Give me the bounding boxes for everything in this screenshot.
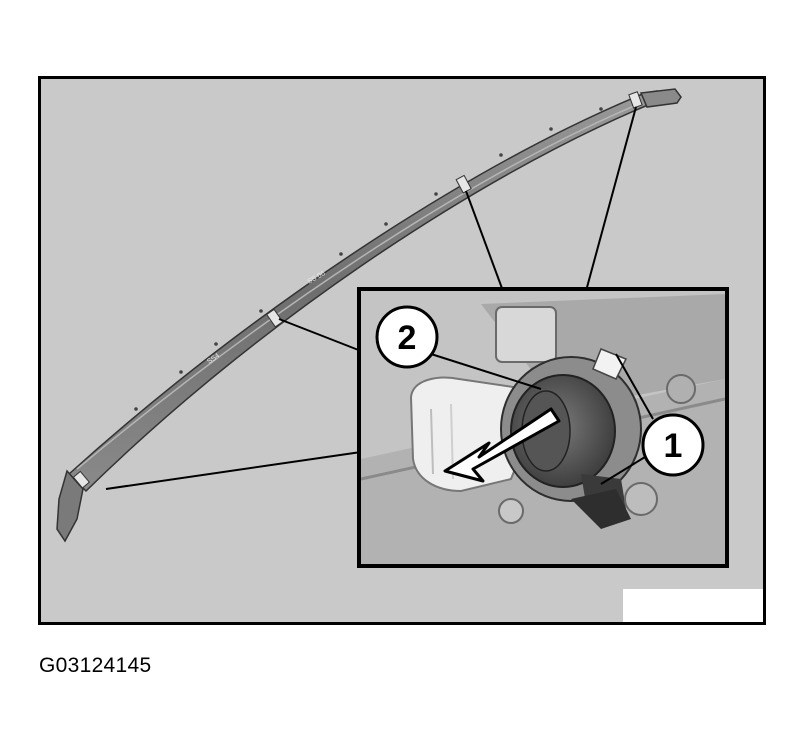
leader-lines xyxy=(105,106,637,490)
blank-label-area xyxy=(623,589,763,622)
callout-2-label: 2 xyxy=(398,319,417,357)
removal-arrow xyxy=(443,407,561,483)
diagram-illustration: SS 06 SS4 xyxy=(56,88,763,622)
diagram-frame: SS 06 SS4 xyxy=(38,76,766,625)
callout-1: 1 xyxy=(641,413,705,477)
trim-strip: SS 06 SS4 xyxy=(56,88,682,543)
figure-code: G03124145 xyxy=(39,654,152,677)
callout-1-label: 1 xyxy=(664,427,683,465)
strip-clip-marks xyxy=(72,91,643,489)
callout-2: 2 xyxy=(375,305,439,369)
